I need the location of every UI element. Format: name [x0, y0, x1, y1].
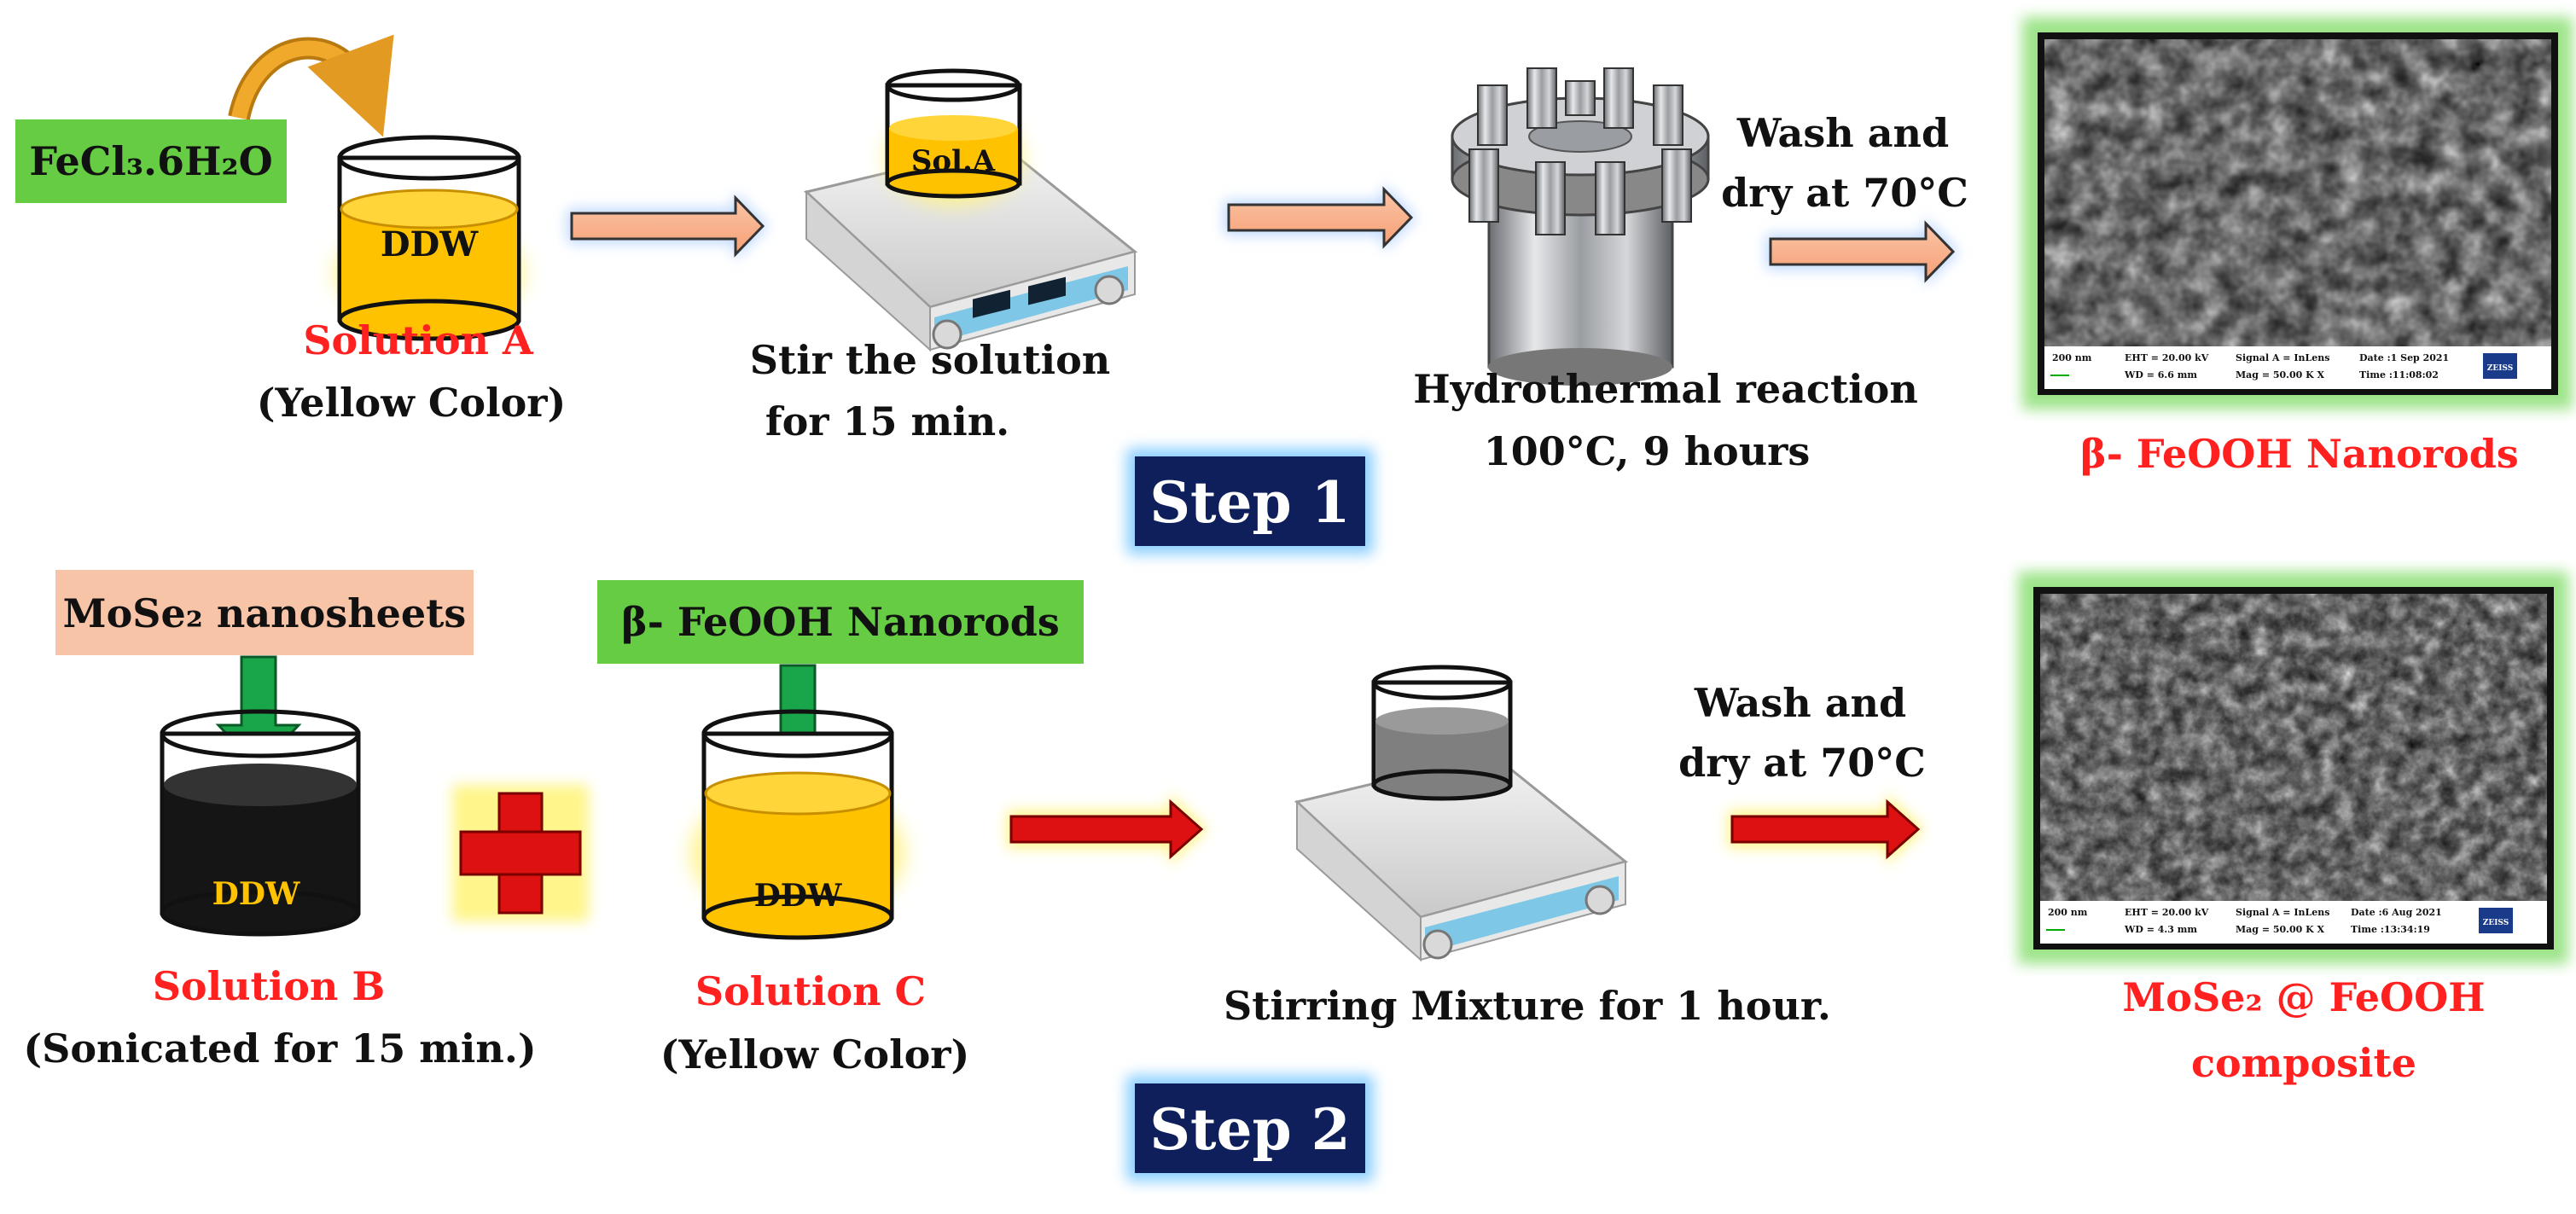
stir-caption-line2: for 15 min. [765, 398, 1009, 444]
wash-step2-line2: dry at 70°C [1678, 740, 1926, 786]
svg-text:200 nm: 200 nm [2052, 352, 2092, 363]
svg-text:Time :13:34:19: Time :13:34:19 [2351, 924, 2430, 935]
svg-text:WD = 6.6 mm: WD = 6.6 mm [2124, 369, 2197, 380]
fecl3-reagent-box: FeCl₃.6H₂O [15, 119, 287, 203]
solution-a-name: Solution A [303, 317, 534, 363]
svg-text:Time :11:08:02: Time :11:08:02 [2359, 369, 2439, 380]
product-feooh-label: β- FeOOH Nanorods [2080, 431, 2519, 477]
step1-arrow-3 [1766, 218, 1958, 286]
svg-text:Signal A = InLens: Signal A = InLens [2236, 907, 2329, 918]
step2-badge: Step 2 [1126, 1075, 1374, 1182]
step1-arrow-1 [567, 192, 768, 260]
hotplate-stirrer-2 [1294, 665, 1629, 962]
step1-arrow-2 [1224, 183, 1416, 252]
stir-mixture-caption: Stirring Mixture for 1 hour. [1224, 983, 1831, 1029]
solution-b-name: Solution B [153, 963, 386, 1009]
step2-arrow-2 [1728, 793, 1924, 865]
sem-image-mose2-feooh-composite: 200 nm EHT = 20.00 kV WD = 4.3 mm Signal… [2018, 572, 2568, 964]
product-composite-line1: MoSe₂ @ FeOOH [2122, 974, 2485, 1020]
svg-text:EHT = 20.00 kV: EHT = 20.00 kV [2125, 907, 2209, 918]
step2-arrow-1 [1007, 793, 1207, 865]
beaker-solution-a: DDW [335, 135, 523, 341]
wash-step1-line2: dry at 70°C [1721, 170, 1968, 216]
solution-a-note: (Yellow Color) [257, 380, 567, 426]
svg-text:FeCl₃.6H₂O: FeCl₃.6H₂O [29, 138, 272, 184]
svg-text:β- FeOOH Nanorods: β- FeOOH Nanorods [621, 599, 1060, 645]
wash-step1-line1: Wash and [1736, 110, 1949, 156]
svg-text:Date :6 Aug 2021: Date :6 Aug 2021 [2351, 907, 2442, 918]
hydrothermal-line2: 100°C, 9 hours [1484, 428, 1811, 474]
sem-image-feooh-nanorods: 200 nm EHT = 20.00 kV WD = 6.6 mm Signal… [2022, 17, 2573, 410]
svg-text:WD = 4.3 mm: WD = 4.3 mm [2124, 924, 2197, 935]
beaker-a-label: DDW [381, 224, 479, 264]
solution-c-note: (Yellow Color) [660, 1031, 970, 1077]
step1-badge: Step 1 [1126, 448, 1374, 555]
svg-text:Mag = 50.00 K X: Mag = 50.00 K X [2236, 369, 2325, 380]
svg-text:EHT = 20.00 kV: EHT = 20.00 kV [2125, 352, 2209, 363]
svg-text:ZEISS: ZEISS [2487, 364, 2513, 373]
stir-beaker-label: Sol.A [911, 144, 996, 178]
beaker-solution-c: DDW [691, 709, 904, 940]
svg-text:MoSe₂ nanosheets: MoSe₂ nanosheets [63, 590, 467, 636]
svg-text:Step 1: Step 1 [1149, 469, 1350, 536]
svg-text:Date :1 Sep 2021: Date :1 Sep 2021 [2359, 352, 2449, 363]
svg-text:200 nm: 200 nm [2048, 907, 2088, 918]
svg-text:Mag = 50.00 K X: Mag = 50.00 K X [2236, 924, 2325, 935]
plus-icon [452, 785, 589, 921]
beaker-b-label: DDW [212, 876, 300, 912]
solution-b-note: (Sonicated for 15 min.) [23, 1025, 536, 1072]
product-composite-line2: composite [2191, 1040, 2416, 1086]
autoclave-icon [1451, 67, 1710, 386]
wash-step2-line1: Wash and [1694, 680, 1906, 726]
solution-c-name: Solution C [695, 968, 926, 1014]
svg-text:ZEISS: ZEISS [2483, 919, 2509, 927]
svg-text:Step 2: Step 2 [1149, 1096, 1350, 1163]
feooh-nanorods-box: β- FeOOH Nanorods [597, 580, 1084, 664]
mose2-nanosheets-box: MoSe₂ nanosheets [55, 570, 474, 655]
hotplate-stirrer-1: Sol.A [803, 68, 1138, 352]
beaker-c-label: DDW [754, 878, 842, 914]
svg-text:Signal A = InLens: Signal A = InLens [2236, 352, 2329, 363]
stir-caption-line1: Stir the solution [750, 337, 1111, 383]
beaker-solution-b: DDW [160, 709, 361, 937]
hydrothermal-line1: Hydrothermal reaction [1413, 366, 1918, 412]
